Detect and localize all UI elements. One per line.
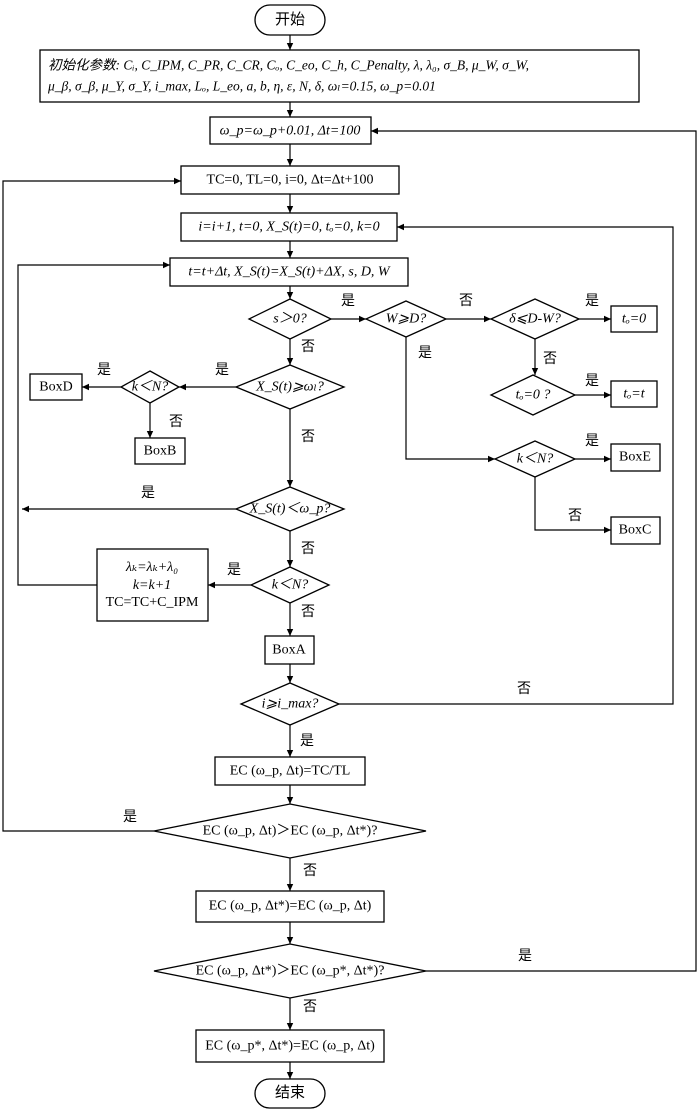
- edge-yes-ec1: 是: [123, 809, 137, 825]
- boxd-label: BoxD: [39, 379, 73, 395]
- boxe-label: BoxE: [619, 449, 651, 465]
- edge-yes-xs-wl: 是: [215, 362, 229, 378]
- edge-no-xs-wp: 否: [301, 541, 315, 557]
- inc-i-box: [180, 212, 398, 242]
- edge-yes-kn-mid: 是: [227, 562, 241, 578]
- edge-yes-delta: 是: [585, 293, 599, 309]
- lambda-update-label: λₖ=λₖ+λ₀ k=k+1 TC=TC+C_IPM: [106, 559, 199, 612]
- lambda-update-box: [96, 548, 209, 622]
- edge-no-ec1: 否: [303, 863, 317, 879]
- to-zero-box: [610, 305, 658, 333]
- boxe-box: [610, 443, 661, 472]
- lambda-line1: λₖ=λₖ+λ₀: [125, 559, 179, 575]
- decision-xs-wp-label: X_S(t)＜ω_p?: [249, 501, 331, 517]
- boxb-box: [134, 437, 186, 465]
- decision-to: [489, 374, 577, 416]
- step-wp-label: ω_p=ω_p+0.01, Δt=100: [219, 123, 361, 139]
- ec-assign2-box: [195, 1029, 385, 1063]
- reset-tc-label: TC=0, TL=0, i=0, Δt=Δt+100: [206, 172, 374, 188]
- decision-k-n-left-label: k＜N?: [131, 379, 169, 395]
- ec-assign1-box: [195, 890, 385, 923]
- edge-yes-xs-wp: 是: [141, 485, 155, 501]
- init-params-line2: μ_β, σ_β, μ_Y, σ_Y, i_max, Lₒ, L_eo, a, …: [48, 78, 436, 94]
- start-label: 开始: [274, 11, 306, 28]
- lambda-line3: TC=TC+C_IPM: [105, 594, 199, 610]
- edge-no-s: 否: [301, 339, 315, 355]
- decision-imax-label: i⩾i_max?: [261, 696, 319, 712]
- edge-yes-imax: 是: [300, 733, 314, 749]
- decision-k-n-right-label: k＜N?: [516, 451, 554, 467]
- edge-yes-kn-right: 是: [585, 433, 599, 449]
- init-params-box: [39, 49, 640, 103]
- decision-ec1-label: EC (ω_p, Δt)＞EC (ω_p, Δt*)?: [202, 823, 378, 839]
- edge-no-xs-wl: 否: [301, 429, 315, 445]
- decision-k-n-mid-label: k＜N?: [271, 577, 309, 593]
- decision-delta-label: δ⩽D-W?: [509, 311, 561, 327]
- edge-yes-to: 是: [585, 373, 599, 389]
- boxb-label: BoxB: [143, 443, 177, 459]
- boxa-label: BoxA: [272, 642, 306, 658]
- update-t-label: t=t+Δt, X_S(t)=X_S(t)+ΔX, s, D, W: [188, 264, 390, 280]
- boxa-box: [264, 635, 315, 665]
- edge-yes-ec2: 是: [518, 948, 532, 964]
- decision-xs-wl-label: X_S(t)⩾ωₗ?: [256, 379, 324, 395]
- edge-no-delta: 否: [543, 351, 557, 367]
- boxd-box: [29, 373, 83, 401]
- edge-no-kn-left: 否: [169, 414, 183, 430]
- boxc-label: BoxC: [618, 522, 652, 538]
- edge-no-kn-right: 否: [568, 508, 582, 524]
- update-t-box: [169, 257, 409, 287]
- edge-no-wd: 否: [459, 293, 473, 309]
- to-t-label: tₒ=t: [623, 386, 645, 402]
- decision-ec2-label: EC (ω_p, Δt*)＞EC (ω_p*, Δt*)?: [195, 963, 385, 979]
- edge-yes-kn-left: 是: [97, 362, 111, 378]
- edge-yes-s: 是: [341, 293, 355, 309]
- edge-yes-wd: 是: [418, 345, 432, 361]
- init-params-line1: 初始化参数: Cᵢ, C_IPM, C_PR, C_CR, Cₒ, C_eo, …: [48, 57, 529, 73]
- inc-i-label: i=i+1, t=0, X_S(t)=0, tₒ=0, k=0: [198, 219, 380, 235]
- decision-w-d-label: W⩾D?: [385, 311, 427, 327]
- decision-s-label: s＞0?: [273, 311, 307, 327]
- reset-tc-box: [180, 165, 400, 195]
- edge-no-imax: 否: [517, 681, 531, 697]
- ec-assign2-label: EC (ω_p*, Δt*)=EC (ω_p, Δt): [205, 1038, 375, 1054]
- to-zero-label: tₒ=0: [621, 311, 647, 327]
- lambda-line2: k=k+1: [132, 577, 172, 593]
- ec-assign1-label: EC (ω_p, Δt*)=EC (ω_p, Δt): [208, 898, 372, 914]
- edge-no-ec2: 否: [303, 999, 317, 1015]
- decision-to-label: tₒ=0 ?: [515, 387, 551, 403]
- ec-calc-box: [214, 756, 366, 786]
- connectors: [2, 35, 697, 1079]
- to-t-box: [610, 380, 658, 408]
- end-label: 结束: [274, 1084, 306, 1101]
- edge-no-kn-mid: 否: [301, 604, 315, 620]
- ec-calc-label: EC (ω_p, Δt)=TC/TL: [229, 763, 351, 779]
